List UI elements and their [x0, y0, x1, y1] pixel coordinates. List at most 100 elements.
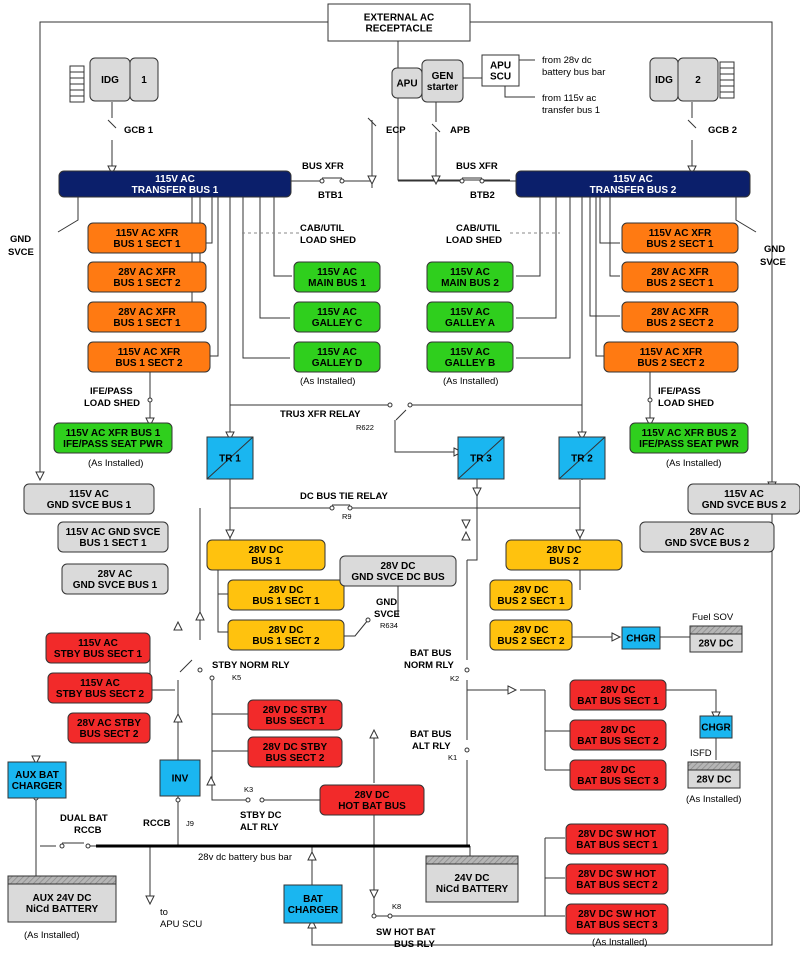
bat-bus-sect-2-line-1: BAT BUS SECT 2 — [577, 736, 659, 747]
main-bus-2-shape — [426, 261, 514, 293]
gnd-svce-right-a-label: GND — [764, 244, 785, 255]
idg-2-label-line-0: IDG — [655, 75, 673, 86]
galley-d-shape — [293, 341, 381, 373]
ife-seat-pwr-1-line-1: IFE/PASS SEAT PWR — [63, 439, 163, 450]
sw-hot-sect-3-line-0: 28V DC SW HOT — [578, 909, 656, 920]
as-installed-d-label: (As Installed) — [300, 376, 355, 387]
xfr-bus-1-sect-2-28-line-0: 28V AC XFR — [118, 267, 176, 278]
ext-ac-receptacle-line-1: RECEPTACLE — [365, 24, 432, 35]
ife-seat-pwr-2-shape — [629, 422, 749, 454]
transfer-bus-2-line-1: TRANSFER BUS 2 — [590, 185, 677, 196]
transfer-bus-1-line-0: 115V AC — [155, 174, 195, 185]
btb1-label: BTB1 — [318, 190, 344, 201]
dc-bus-1-sect-1-line-1: BUS 1 SECT 1 — [252, 596, 320, 607]
tr-2-diagonal — [558, 436, 606, 480]
xfr-bus-2-sect-1-115-shape — [621, 222, 739, 254]
isfd-battery-terminal — [687, 761, 741, 771]
transfer-bus-2-line-0: 115V AC — [613, 174, 653, 185]
cab-util-2a-label: CAB/UTIL — [456, 223, 501, 234]
tru3-relay-label: TRU3 XFR RELAY — [280, 409, 361, 420]
aux-bat-charger-shape — [7, 761, 67, 799]
stby-dc-alt-b-label: ALT RLY — [240, 822, 279, 833]
dc-stby-sect-2-line-0: 28V DC STBY — [263, 742, 328, 753]
k3-label: K3 — [244, 785, 253, 794]
xfr-bus-2-sect-1-28-line-1: BUS 2 SECT 1 — [646, 278, 714, 289]
fuel-sov-battery-box: 28V DC — [689, 625, 743, 653]
aux-bat-charger-line-1: CHARGER — [12, 781, 63, 792]
idg-1-number-line-0: 1 — [141, 75, 147, 86]
dc-stby-sect-1-line-1: BUS SECT 1 — [266, 716, 325, 727]
dc-bus-tie-label: DC BUS TIE RELAY — [300, 491, 388, 502]
gnd-svce-bus-1-line-1: GND SVCE BUS 1 — [47, 500, 132, 511]
dc-bus-1-line-1: BUS 1 — [251, 556, 281, 567]
xfr-bus-1-sect-2-115-line-0: 115V AC XFR — [118, 347, 181, 358]
dc-bus-1-sect-1-line-0: 28V DC — [268, 585, 303, 596]
as-installed-ife2-label: (As Installed) — [666, 458, 721, 469]
chgr-isfd-shape — [699, 715, 733, 739]
stby-bus-sect-2-line-0: 115V AC — [80, 678, 120, 689]
xfr-bus-2-sect-1-115-line-1: BUS 2 SECT 1 — [646, 239, 714, 250]
fuel-sov-battery-line-0: 28V DC — [698, 639, 733, 650]
inv-box: INV — [159, 759, 201, 797]
sw-hot-sect-1-line-1: BAT BUS SECT 1 — [576, 840, 658, 851]
main-bus-1-shape — [293, 261, 381, 293]
ife-shed-1b-label: LOAD SHED — [84, 398, 140, 409]
stby-norm-rly-label: STBY NORM RLY — [212, 660, 290, 671]
tr-1-box: TR 1 — [206, 436, 254, 480]
galley-c-shape — [293, 301, 381, 333]
chgr-isfd-box: CHGR — [699, 715, 733, 739]
tr-1-diagonal — [206, 436, 254, 480]
sw-hot-sect-2-line-0: 28V DC SW HOT — [578, 869, 656, 880]
chgr-fuel-shape — [621, 626, 661, 650]
dc-stby-sect-1-line-0: 28V DC STBY — [263, 705, 328, 716]
xfr-bus-1-sect-2-28-shape — [87, 261, 207, 293]
bat-bus-norm-b-label: NORM RLY — [404, 660, 454, 671]
xfr-bus-1-sect-1-28-line-0: 28V AC XFR — [118, 307, 176, 318]
dc-bus-2-sect-1-shape — [489, 579, 573, 611]
gnd-svce-dc-bus-shape — [339, 555, 457, 587]
idg-2-label-box: IDG — [649, 57, 679, 102]
gnd-svce-dc-bus-line-0: 28V DC — [380, 561, 415, 572]
fuel-sov-battery-body — [689, 633, 743, 653]
apu-scu-src-28b-label: battery bus bar — [542, 67, 605, 78]
gnd-svce-bus-2-28-line-1: GND SVCE BUS 2 — [665, 538, 750, 549]
dual-bat-a-label: DUAL BAT — [60, 813, 108, 824]
hot-bat-bus-shape — [319, 784, 425, 816]
to-apu-scu-a-label: to — [160, 907, 168, 918]
xfr-bus-1-sect-1-115-shape — [87, 222, 207, 254]
tr-3-diagonal — [457, 436, 505, 480]
inv-line-0: INV — [172, 774, 189, 785]
isfd-battery-line-0: 28V DC — [696, 775, 731, 786]
bat-charger-line-1: CHARGER — [288, 905, 339, 916]
ext-ac-receptacle-shape — [327, 3, 471, 42]
gcb-2-label: GCB 2 — [708, 125, 737, 136]
cab-util-1a-label: CAB/UTIL — [300, 223, 345, 234]
ife-seat-pwr-2-line-1: IFE/PASS SEAT PWR — [639, 439, 739, 450]
ecp-label: ECP — [386, 125, 406, 136]
as-installed-aux-label: (As Installed) — [24, 930, 79, 941]
sw-hot-sect-2-shape — [565, 863, 669, 895]
cab-util-2b-label: LOAD SHED — [446, 235, 502, 246]
